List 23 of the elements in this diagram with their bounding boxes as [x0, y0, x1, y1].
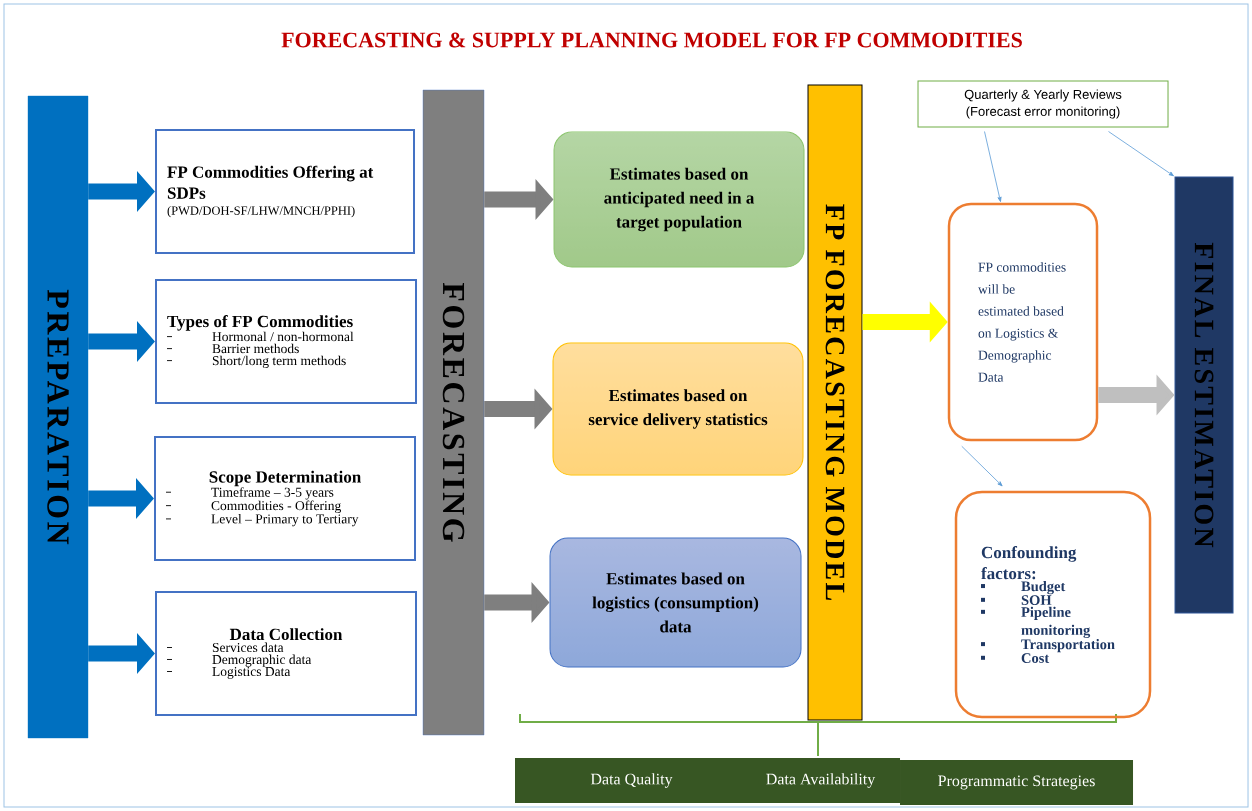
- vertical-banner: FORECASTING: [422, 89, 485, 736]
- arrow: [1108, 131, 1174, 177]
- title: FORECASTING & SUPPLY PLANNING MODEL FOR FP COMMODITIES: [281, 32, 1022, 48]
- text-box: FP Commodities Offering at SDPs (PWD/DOH-SF/LHW/MNCH/PPHI): [155, 129, 415, 254]
- vertical-banner: PREPARATION: [27, 95, 89, 739]
- text-box: Types of FP Commodities Hormonal / non-hormonal Barrier methods Short/long term methods: [155, 279, 417, 404]
- band: Data Quality Data Availability: [515, 758, 900, 803]
- arrow: [961, 445, 1003, 487]
- node-label: Programmatic Strategies: [938, 775, 1095, 790]
- rounded-box: Confounding factors: Budget SOH Pipeline monitoring Transportation Cost: [954, 490, 1152, 719]
- node-label: Data Quality: [590, 773, 673, 788]
- vertical-banner: FP FORECASTING MODEL: [807, 84, 863, 721]
- rounded-box: Estimates based on service delivery statistics: [552, 342, 804, 476]
- text-box: Scope Determination Timeframe – 3-5 years Commodities - Offering Level – Primary to Tertiary: [154, 436, 416, 561]
- text-box: Quarterly & Yearly Reviews (Forecast error monitoring): [917, 80, 1169, 128]
- arrow: [984, 131, 1002, 202]
- text-box: Data Collection Services data Demographic data Logistics Data: [155, 591, 417, 716]
- band: Programmatic Strategies: [900, 760, 1133, 805]
- node-label: Data Availability: [766, 773, 876, 788]
- rounded-box: Estimates based on anticipated need in a target population: [553, 131, 805, 268]
- vertical-banner: FINAL ESTIMATION: [1174, 176, 1234, 614]
- rounded-box: Estimates based on logistics (consumption) data: [549, 537, 802, 668]
- rounded-box: FP commodities will be estimated based on Logistics & Demographic Data: [947, 202, 1099, 442]
